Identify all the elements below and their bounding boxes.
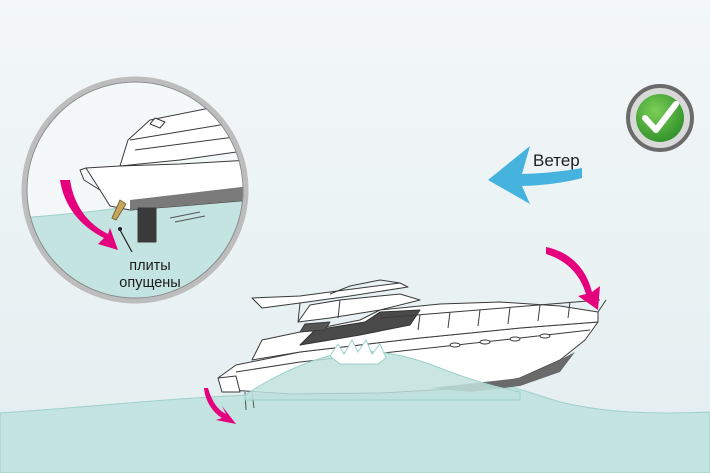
inset-arrow: [60, 180, 118, 250]
bow-arrow: [546, 247, 600, 310]
inset-label-line2: опущены: [119, 275, 181, 291]
inset-label-line1: плиты: [129, 258, 171, 274]
stern-arrow: [204, 388, 236, 424]
wind-label: Ветер: [533, 151, 580, 170]
inset-magnifier: [21, 76, 249, 304]
checkmark-icon: [626, 84, 694, 152]
wind-arrow: [488, 146, 582, 204]
wave-splash: [329, 338, 387, 365]
bow-wave: [244, 350, 521, 401]
inset-label: плиты опущены: [104, 258, 196, 292]
